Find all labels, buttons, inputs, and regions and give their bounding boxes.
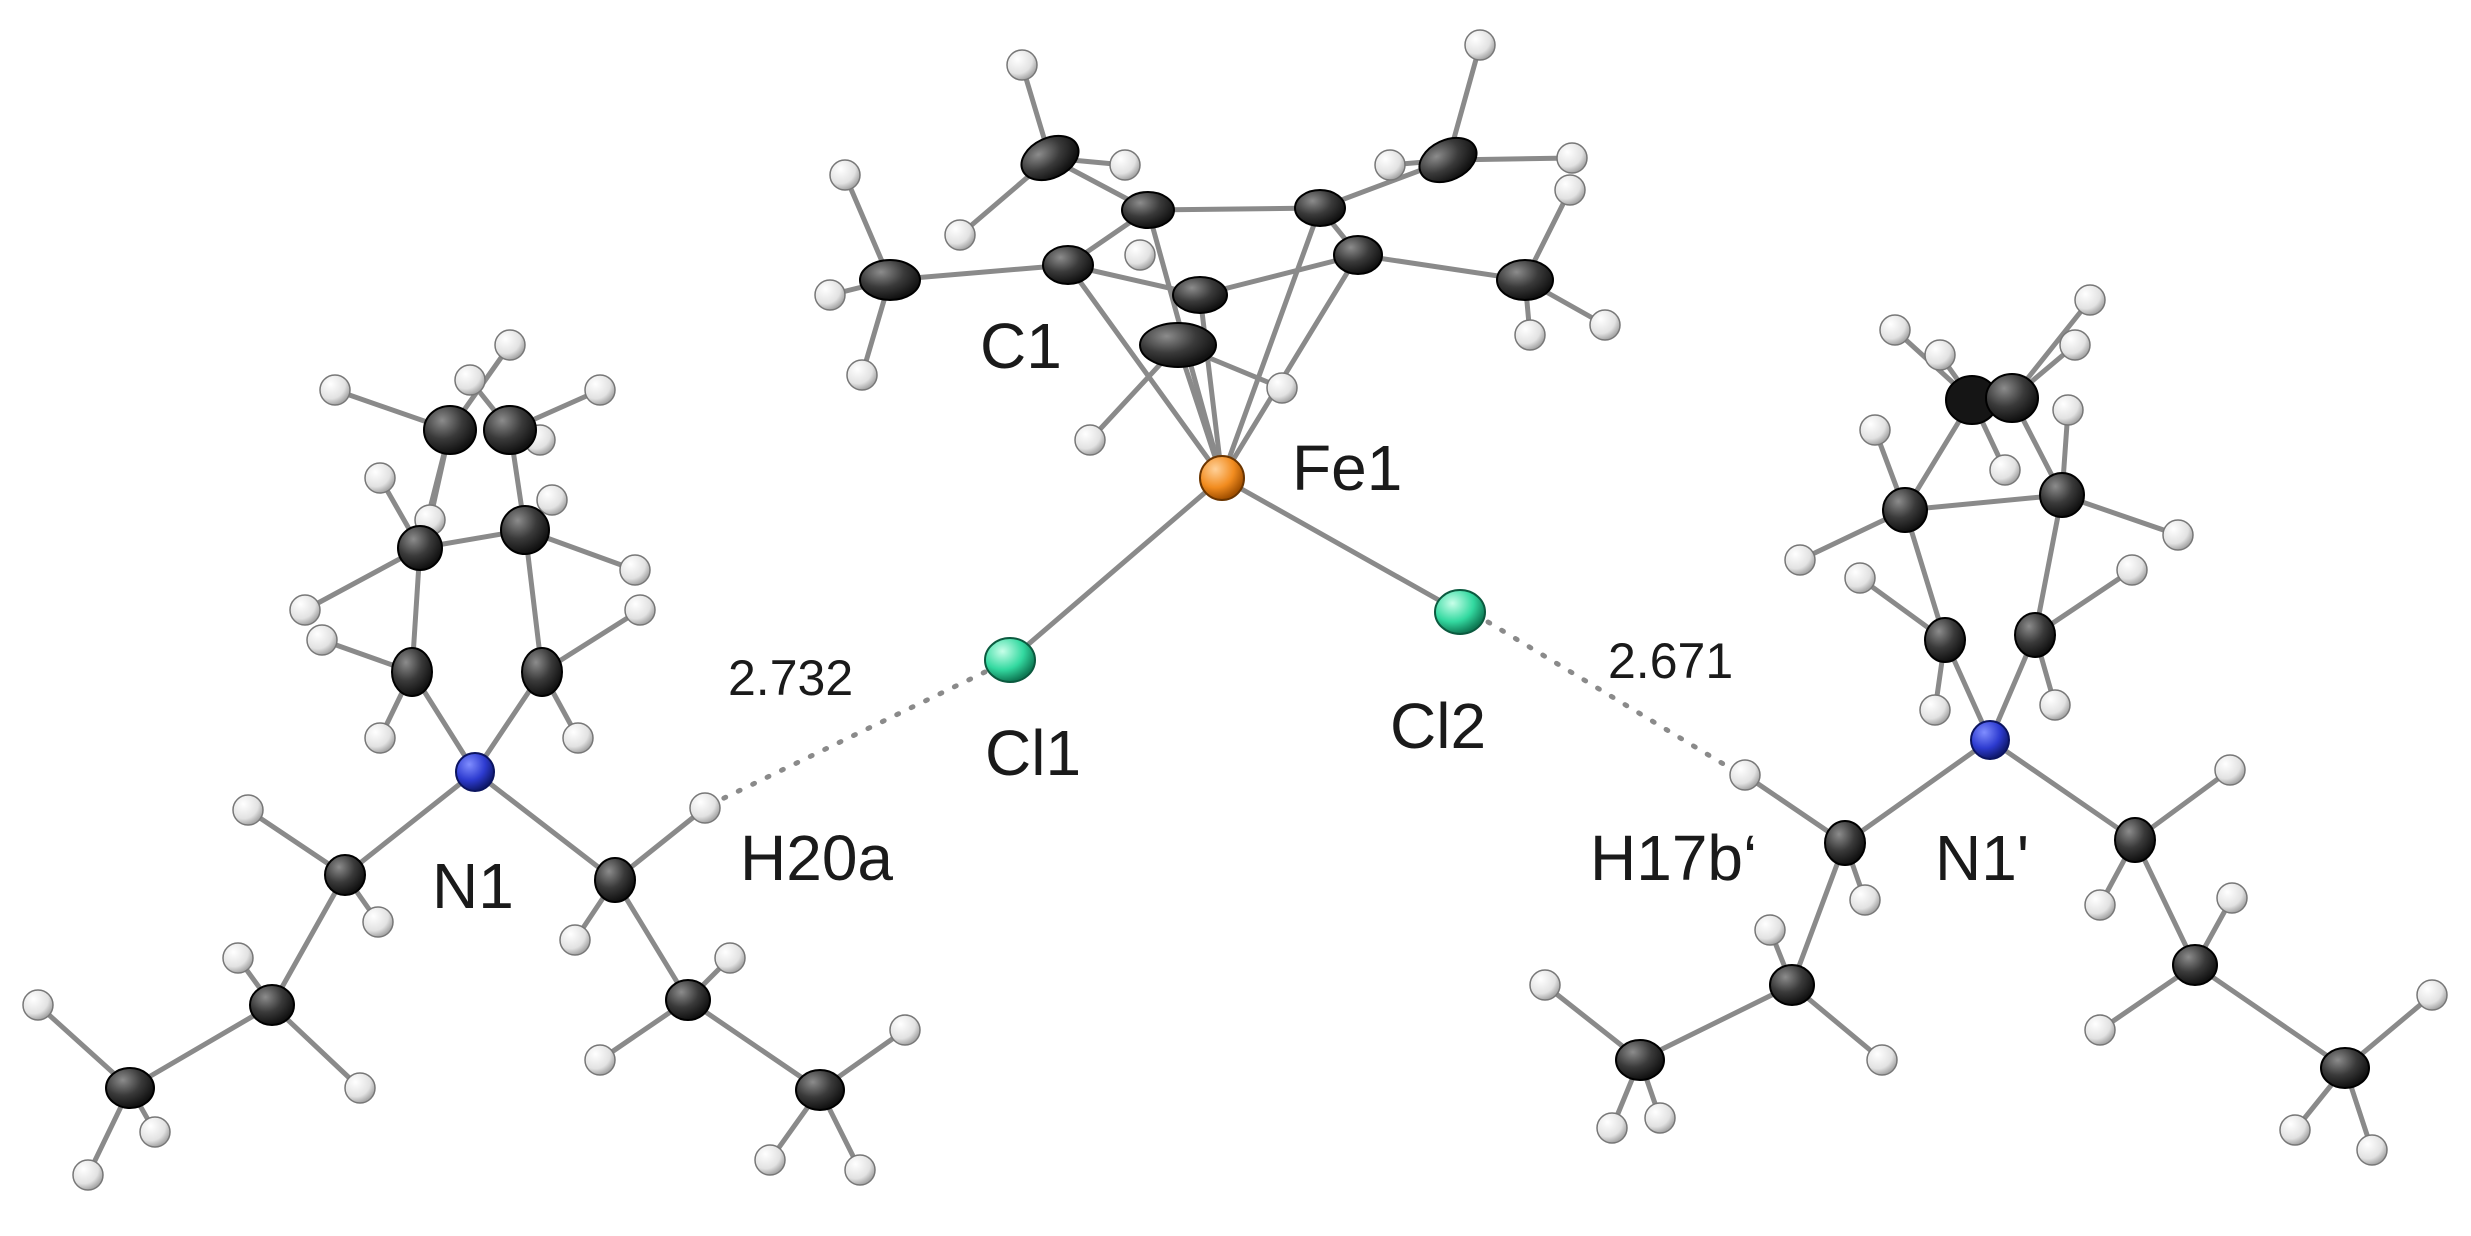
left-ammonium-cation bbox=[22, 329, 921, 1191]
hbond-left bbox=[717, 669, 988, 803]
left-cation-hydrogens bbox=[22, 329, 921, 1191]
atom-fe1 bbox=[1199, 455, 1245, 501]
atom-cl1 bbox=[984, 637, 1036, 683]
left-cation-carbons bbox=[105, 405, 845, 1111]
right-cation-hydrogens bbox=[1529, 284, 2448, 1166]
distance-label-left: 2.732 bbox=[728, 650, 853, 706]
atom-h20a bbox=[689, 792, 721, 824]
atom-h17b bbox=[1729, 759, 1761, 791]
label-fe1: Fe1 bbox=[1292, 432, 1402, 504]
label-c1: C1 bbox=[980, 310, 1062, 382]
label-cl1: Cl1 bbox=[985, 717, 1081, 789]
label-n1: N1 bbox=[432, 850, 514, 922]
hbond-right bbox=[1485, 619, 1733, 771]
atom-c1 bbox=[1042, 245, 1094, 285]
iron-complex-hydrogens bbox=[814, 29, 1621, 456]
label-n1-prime: N1' bbox=[1935, 822, 2029, 894]
label-h17b-prime: H17b‘ bbox=[1590, 822, 1757, 894]
iron-complex-carbons bbox=[859, 134, 1554, 368]
label-cl2: Cl2 bbox=[1390, 690, 1486, 762]
right-ammonium-cation bbox=[1529, 284, 2448, 1166]
atom-cl2 bbox=[1434, 589, 1486, 635]
label-h20a: H20a bbox=[740, 822, 893, 894]
distance-label-right: 2.671 bbox=[1608, 633, 1733, 689]
iron-complex-bonds bbox=[827, 42, 1608, 663]
iron-complex bbox=[814, 29, 1621, 683]
right-cation-carbons bbox=[1615, 373, 2370, 1089]
atom-n1 bbox=[455, 752, 495, 792]
atom-n1-prime bbox=[1970, 720, 2010, 760]
